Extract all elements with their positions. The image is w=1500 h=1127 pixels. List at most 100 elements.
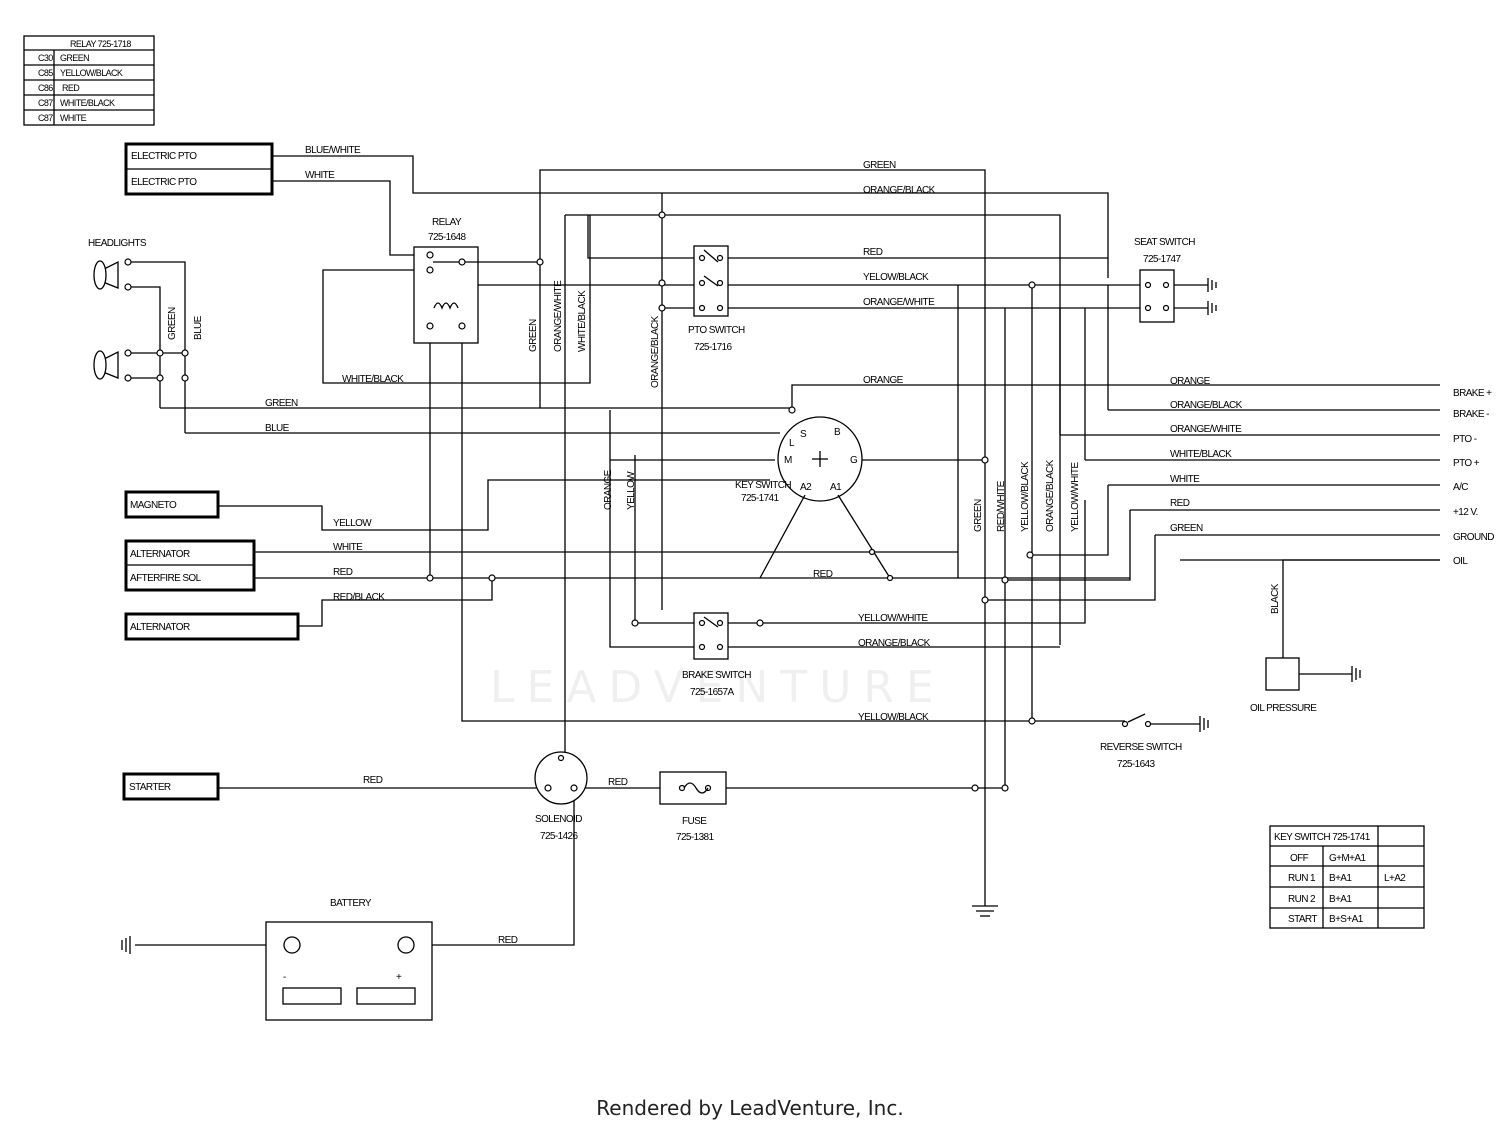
wire-label: ORANGE/BLACK [858, 638, 931, 649]
wire-label: WHITE/BLACK [577, 290, 588, 352]
brake-switch-part: 725-1657A [690, 687, 734, 698]
alternator-2-connector: ALTERNATOR [124, 612, 300, 641]
battery-label: BATTERY [330, 898, 372, 909]
wire-label: YELLOW [333, 518, 372, 529]
horizontal-wires: BLUE/WHITE WHITE GREEN ORANGE/BLACK RED … [135, 145, 1440, 946]
relay-legend-pin: C87 [38, 113, 53, 123]
wire-label: ORANGE/WHITE [863, 297, 935, 308]
wire-label: RED/BLACK [333, 592, 385, 603]
wire-label: ORANGE/WHITE [553, 280, 564, 352]
wire-label: BLUE [265, 423, 290, 434]
key-terminal-label: B [834, 427, 841, 438]
harness-terminal: GROUND [1453, 532, 1494, 543]
headlights: HEADLIGHTS GREEN BLUE [88, 238, 204, 433]
harness-terminal: BRAKE + [1453, 388, 1492, 399]
relay-legend-color: WHITE [60, 113, 87, 123]
relay-legend-color: RED [62, 83, 80, 93]
harness-wire: ORANGE/BLACK [1170, 400, 1243, 411]
harness-wire: WHITE/BLACK [1170, 449, 1232, 460]
afterfire-label: AFTERFIRE SOL [130, 573, 202, 584]
pto-switch-label: PTO SWITCH [688, 325, 745, 336]
alternator-2-label: ALTERNATOR [130, 622, 190, 633]
key-table-cell: B+A1 [1329, 894, 1352, 905]
brake-switch: BRAKE SWITCH 725-1657A [682, 612, 752, 698]
key-terminal-label: M [784, 455, 792, 466]
battery: BATTERY - + [121, 898, 433, 1021]
key-table-title: KEY SWITCH 725-1741 [1274, 832, 1371, 843]
electric-pto-label: ELECTRIC PTO [131, 177, 197, 188]
wire-label: WHITE [305, 170, 335, 181]
reverse-switch-label: REVERSE SWITCH [1100, 742, 1182, 753]
harness-terminal: BRAKE - [1453, 409, 1489, 420]
ground-icon [1199, 716, 1209, 732]
wire-label: GREEN [973, 499, 984, 532]
harness-wire: RED [1170, 498, 1190, 509]
harness-terminal: OIL [1453, 556, 1468, 567]
seat-switch-label: SEAT SWITCH [1134, 237, 1195, 248]
relay-legend-color: GREEN [60, 53, 89, 63]
fuse-label: FUSE [682, 816, 707, 827]
relay-legend-pin: C85 [38, 68, 53, 78]
electric-pto-label: ELECTRIC PTO [131, 151, 197, 162]
magneto-connector: MAGNETO [124, 490, 220, 519]
wire-label: YELLOW/BLACK [1020, 461, 1031, 532]
seat-switch-part: 725-1747 [1143, 254, 1181, 265]
harness-terminals: ORANGE BRAKE + ORANGE/BLACK BRAKE - ORAN… [1170, 376, 1495, 567]
relay-legend-pin: C86 [38, 83, 53, 93]
watermark: LEADVENTURE [490, 662, 946, 713]
wire-label: BLACK [1270, 583, 1281, 614]
ground-icon [1351, 666, 1361, 682]
key-terminal-label: A1 [830, 482, 842, 493]
key-table-pos: START [1288, 914, 1317, 925]
wire-label: YELLOW/BLACK [858, 712, 929, 723]
alternator-connector: ALTERNATOR AFTERFIRE SOL [124, 539, 256, 592]
wire-label: GREEN [528, 319, 539, 352]
relay-legend-pin: C87 [38, 98, 53, 108]
ground-icon [1207, 278, 1217, 292]
oil-pressure-label: OIL PRESSURE [1250, 703, 1317, 714]
key-terminal-label: L [789, 438, 795, 449]
wiring-diagram: RELAY 725-1718 C30 GREEN C85 YELLOW/BLAC… [23, 35, 1495, 1021]
wire-label: RED [333, 567, 353, 578]
wire-label: RED [863, 247, 883, 258]
wire-label: ORANGE/BLACK [863, 185, 936, 196]
key-terminal-label: G [850, 455, 858, 466]
relay-legend: RELAY 725-1718 C30 GREEN C85 YELLOW/BLAC… [23, 35, 155, 126]
wire-label: YELLOW/WHITE [858, 613, 928, 624]
harness-wire: ORANGE [1170, 376, 1211, 387]
key-table-cell: G+M+A1 [1329, 853, 1366, 864]
harness-terminal: A/C [1453, 482, 1468, 493]
wire-label: GREEN [167, 307, 178, 340]
key-switch-part: 725-1741 [741, 493, 779, 504]
brake-switch-label: BRAKE SWITCH [682, 670, 751, 681]
wire-label: YELLOW [626, 471, 637, 510]
seat-switch: SEAT SWITCH 725-1747 [1134, 237, 1217, 323]
electric-pto-connector: ELECTRIC PTO ELECTRIC PTO [124, 142, 274, 196]
wire-label: ORANGE/BLACK [1045, 459, 1056, 532]
reverse-switch-part: 725-1643 [1117, 759, 1155, 770]
solenoid-part: 725-1426 [540, 831, 578, 842]
wire-label: RED [608, 777, 628, 788]
wire-label: YELOW/BLACK [863, 272, 929, 283]
wire-label: BLUE [193, 315, 204, 340]
key-terminal-label: A2 [800, 482, 812, 493]
key-terminal-label: S [800, 429, 807, 440]
battery-pos-label: + [396, 972, 402, 983]
relay: RELAY 725-1648 [413, 217, 540, 344]
fuse-part: 725-1381 [676, 832, 714, 843]
harness-wire: WHITE [1170, 474, 1200, 485]
footer-credit: Rendered by LeadVenture, Inc. [596, 1096, 904, 1120]
ground-icon [121, 936, 131, 954]
pto-switch: PTO SWITCH 725-1716 [688, 245, 746, 353]
wire-label: GREEN [265, 398, 298, 409]
relay-part: 725-1648 [428, 232, 466, 243]
key-table-pos: RUN 2 [1288, 894, 1316, 905]
wire-label: BLUE/WHITE [305, 145, 361, 156]
relay-legend-color: YELLOW/BLACK [60, 68, 123, 78]
wire-label: ORANGE [603, 469, 614, 510]
starter-connector: STARTER [122, 772, 220, 801]
relay-label: RELAY [432, 217, 462, 228]
alternator-label: ALTERNATOR [130, 549, 190, 560]
headlights-label: HEADLIGHTS [88, 238, 147, 249]
wire-label: WHITE [333, 542, 363, 553]
